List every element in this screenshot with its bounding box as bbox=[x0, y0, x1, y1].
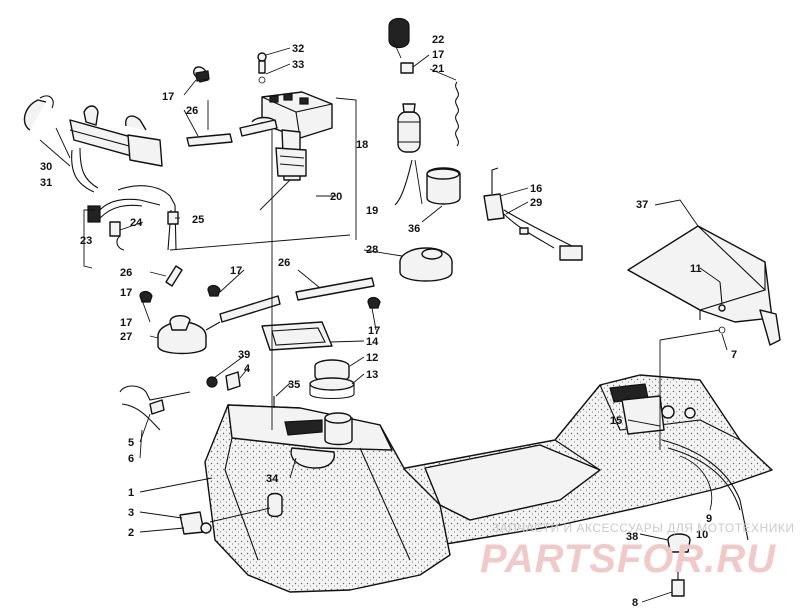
callout-27: 27 bbox=[120, 331, 132, 343]
fuel-hoses bbox=[165, 66, 375, 323]
fuel-filters bbox=[157, 247, 453, 355]
callout-22: 22 bbox=[432, 34, 444, 46]
callout-5: 5 bbox=[128, 437, 134, 449]
callout-25: 25 bbox=[192, 214, 204, 226]
callout-26b: 26 bbox=[120, 267, 132, 279]
callout-8: 8 bbox=[632, 597, 638, 609]
callout-11: 11 bbox=[690, 263, 702, 275]
chassis-tunnel bbox=[394, 374, 773, 546]
callout-37: 37 bbox=[636, 199, 648, 211]
leader-lines bbox=[39, 39, 728, 603]
callout-36: 36 bbox=[408, 223, 420, 235]
callout-24: 24 bbox=[130, 217, 143, 229]
callout-6: 6 bbox=[128, 453, 134, 465]
callout-13: 13 bbox=[366, 369, 378, 381]
callout-3: 3 bbox=[128, 507, 134, 519]
callout-17a: 17 bbox=[162, 91, 174, 103]
callout-30: 30 bbox=[40, 161, 52, 173]
callout-32: 32 bbox=[292, 43, 304, 55]
callout-29: 29 bbox=[530, 197, 542, 209]
fasteners bbox=[667, 281, 726, 597]
callout-17b: 17 bbox=[432, 49, 444, 61]
callout-labels: 1 2 3 4 5 6 7 8 9 10 11 12 13 14 15 16 1… bbox=[40, 34, 737, 609]
filler-cap-and-gasket bbox=[261, 321, 355, 400]
fuel-tank bbox=[204, 404, 451, 593]
callout-35: 35 bbox=[288, 379, 300, 391]
callout-15: 15 bbox=[610, 415, 622, 427]
callout-17d: 17 bbox=[120, 317, 132, 329]
callout-4: 4 bbox=[244, 363, 251, 375]
callout-18: 18 bbox=[356, 139, 368, 151]
level-sender-harness bbox=[483, 167, 583, 261]
console-cover bbox=[627, 225, 781, 346]
callout-17c: 17 bbox=[120, 287, 132, 299]
callout-9: 9 bbox=[706, 513, 712, 525]
fittings bbox=[119, 371, 275, 535]
callout-17e: 17 bbox=[230, 265, 242, 277]
hose-clamps bbox=[139, 284, 381, 309]
callout-26a: 26 bbox=[186, 105, 198, 117]
callout-21: 21 bbox=[432, 63, 444, 75]
callout-19: 19 bbox=[366, 205, 378, 217]
watermark: ЗАПЧАСТИ И АКСЕССУАРЫ ДЛЯ МОТОТЕХНИКИ PA… bbox=[480, 521, 794, 581]
callout-7: 7 bbox=[731, 349, 737, 361]
callout-10: 10 bbox=[696, 529, 708, 541]
callout-26c: 26 bbox=[278, 257, 290, 269]
callout-38: 38 bbox=[626, 531, 638, 543]
callout-33: 33 bbox=[292, 59, 304, 71]
callout-12: 12 bbox=[366, 352, 378, 364]
fuel-pump bbox=[388, 17, 461, 206]
callout-31: 31 bbox=[40, 177, 52, 189]
callout-17f: 17 bbox=[368, 325, 380, 337]
callout-34: 34 bbox=[266, 473, 279, 485]
callout-1: 1 bbox=[128, 487, 134, 499]
fuel-sender-assembly bbox=[251, 52, 333, 181]
callout-20: 20 bbox=[330, 191, 342, 203]
callout-16: 16 bbox=[530, 183, 542, 195]
callout-39: 39 bbox=[238, 349, 250, 361]
callout-23: 23 bbox=[80, 235, 92, 247]
callout-28: 28 bbox=[366, 244, 378, 256]
callout-2: 2 bbox=[128, 527, 134, 539]
fuel-vent-rail bbox=[23, 95, 163, 193]
watermark-site: PARTSFOR.RU bbox=[480, 537, 776, 581]
watermark-caption: ЗАПЧАСТИ И АКСЕССУАРЫ ДЛЯ МОТОТЕХНИКИ bbox=[492, 521, 794, 535]
callout-14: 14 bbox=[366, 336, 379, 348]
